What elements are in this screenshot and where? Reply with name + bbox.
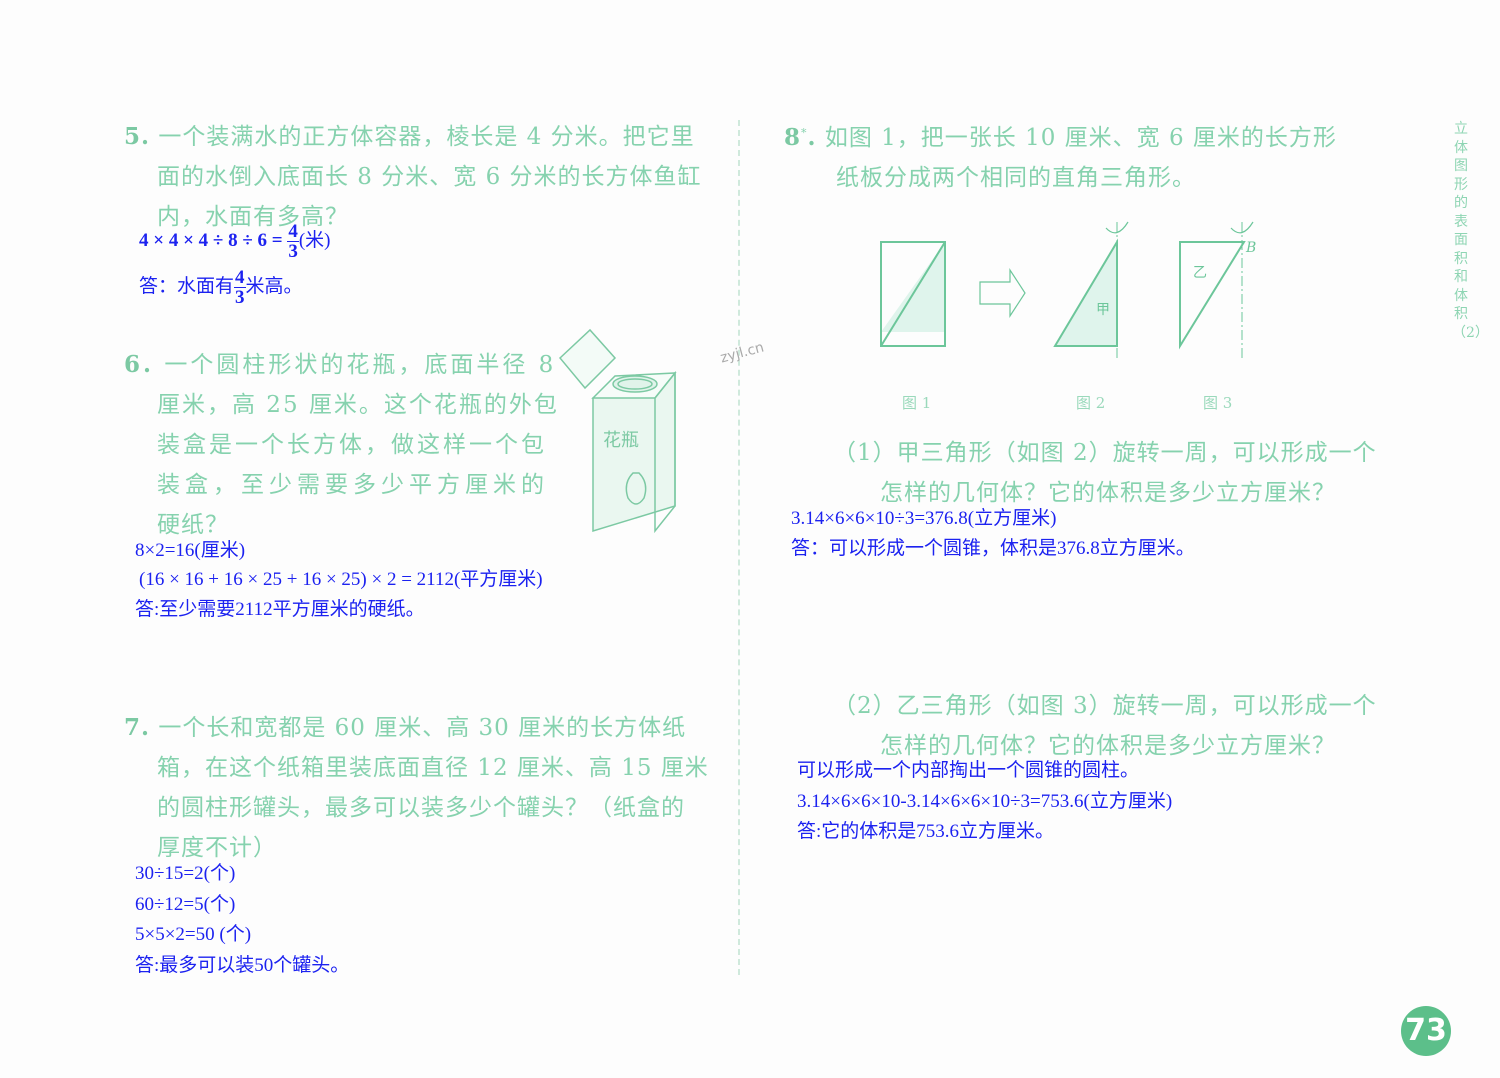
q6-line-4: 装盒，至少需要多少平方厘米的 [157,472,549,498]
page-number: 73 [1401,1006,1451,1056]
q7-text: 一个长和宽都是 60 厘米、高 30 厘米的长方体纸 [158,715,687,741]
q6-line-2: 厘米，高 25 厘米。这个花瓶的外包 [157,392,559,418]
box-label: 花瓶 [603,430,639,451]
figure-3-caption: 图 3 [1203,394,1233,412]
figure-2-caption: 图 2 [1076,394,1106,412]
q8-part1-line-1: （1）甲三角形（如图 2）旋转一周，可以形成一个 [833,440,1377,466]
q7-answer-3: 5×5×2=50 (个) [135,924,252,945]
q8-part1-answer-2: 答：可以形成一个圆锥，体积是376.8立方厘米。 [791,538,1195,559]
numerator: 4 [234,267,246,288]
q8-line-2: 纸板分成两个相同的直角三角形。 [836,165,1196,191]
arrow-icon [979,267,1026,319]
triangle-b-label: 乙 [1193,265,1207,281]
q6-line-3: 装盒是一个长方体，做这样一个包 [157,432,547,458]
q6-line-5: 硬纸？ [157,512,229,538]
numerator: 4 [287,221,299,242]
q5-number: 5. [124,123,151,150]
figure-2-triangle [1053,238,1118,347]
q6-text: 一个圆柱形状的花瓶，底面半径 8 [164,352,557,378]
post: 米高。 [245,275,303,297]
q7-answer-1: 30÷15=2(个) [135,863,236,884]
q5-line-1: 5. 一个装满水的正方体容器，棱长是 4 分米。把它里 [124,117,695,151]
q7-number: 7. [124,714,151,741]
triangle-a-label: 甲 [1096,302,1110,318]
q8-part2-answer-2: 3.14×6×6×10-3.14×6×6×10÷3=753.6(立方厘米) [797,791,1173,812]
denominator: 3 [235,287,245,308]
figure-3-triangle [1179,241,1246,350]
q8-part2-answer-1: 可以形成一个内部掏出一个圆锥的圆柱。 [797,760,1140,781]
denominator: 3 [288,241,298,262]
pre: 答：水面有 [139,275,235,297]
q6-number: 6. [124,351,155,378]
q7-line-4: 厚度不计） [157,835,277,861]
expr: 4 × 4 × 4 ÷ 8 ÷ 6 = [139,229,283,251]
q8-part2-line-2: 怎样的几何体？它的体积是多少立方厘米？ [880,733,1336,759]
q8-part1-answer-1: 3.14×6×6×10÷3=376.8(立方厘米) [791,508,1057,529]
point-b-label: B [1245,240,1256,256]
q7-line-2: 箱，在这个纸箱里装底面直径 12 厘米、高 15 厘米 [157,755,709,781]
figure-1-caption: 图 1 [902,394,932,412]
q8-part1-line-2: 怎样的几何体？它的体积是多少立方厘米？ [880,480,1336,506]
q7-answer-4: 答:最多可以装50个罐头。 [135,955,350,976]
q5-line-3: 内，水面有多高？ [157,204,349,230]
q8-figures: 甲 乙 B [880,221,1256,358]
q8-part2-answer-3: 答:它的体积是753.6立方厘米。 [797,821,1055,842]
q6-line-1: 6. 一个圆柱形状的花瓶，底面半径 8 [124,345,556,379]
q5-text: 一个装满水的正方体容器，棱长是 4 分米。把它里 [158,124,695,150]
vase-box-illustration: 花瓶 [558,328,677,534]
watermark: zyjl.cn [718,339,766,367]
q6-answer-2: (16 × 16 + 16 × 25 + 16 × 25) × 2 = 2112… [139,569,543,590]
q7-line-1: 7. 一个长和宽都是 60 厘米、高 30 厘米的长方体纸 [124,708,686,742]
figure-1-rectangle [880,241,946,347]
column-divider [738,120,740,975]
q5-line-2: 面的水倒入底面长 8 分米、宽 6 分米的长方体鱼缸 [157,164,702,190]
q7-line-3: 的圆柱形罐头，最多可以装多少个罐头？（纸盒的 [157,795,685,821]
q6-answer-3: 答:至少需要2112平方厘米的硬纸。 [135,599,425,620]
q7-answer-2: 60÷12=5(个) [135,894,236,915]
q8-star: * [801,126,808,140]
q6-answer-1: 8×2=16(厘米) [135,540,246,561]
unit: (米) [298,229,331,251]
q8-part2-line-1: （2）乙三角形（如图 3）旋转一周，可以形成一个 [833,693,1377,719]
chapter-side-title: 立体图形的表面积和体积（2） [1452,121,1489,341]
q8-text: 如图 1，把一张长 10 厘米、宽 6 厘米的长方形 [824,125,1337,151]
q8-line-1: 8*. 如图 1，把一张长 10 厘米、宽 6 厘米的长方形 [784,124,1337,151]
q8-number: 8 [784,124,802,151]
